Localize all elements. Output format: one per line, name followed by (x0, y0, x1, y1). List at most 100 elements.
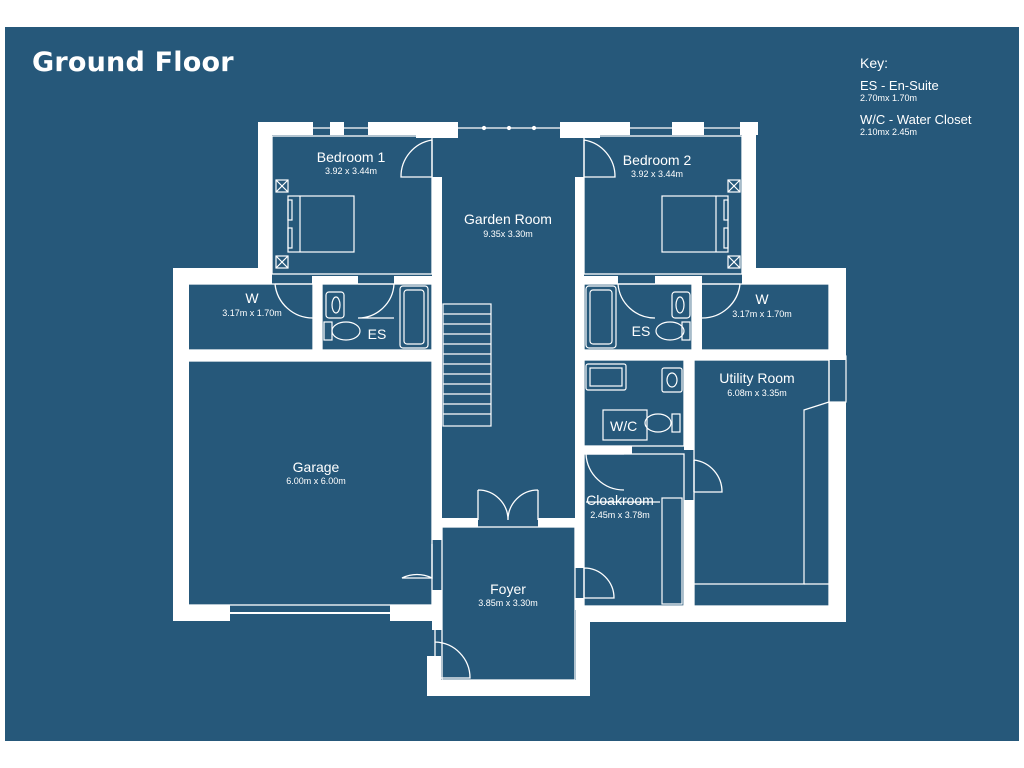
wall (576, 606, 590, 692)
room-dims-garden-room: 9.35x 3.30m (483, 229, 533, 239)
wc-sink (661, 367, 683, 393)
wall (432, 177, 442, 540)
bed-right (661, 195, 729, 253)
front-door (434, 630, 471, 680)
room-label-utility: Utility Room (719, 370, 795, 386)
bedroom2-door (583, 139, 616, 178)
room-label-foyer: Foyer (490, 581, 526, 597)
room-label-bedroom1: Bedroom 1 (316, 149, 386, 165)
bedroom1-door (400, 139, 433, 178)
wall (560, 122, 600, 138)
room-label-wc: W/C (610, 418, 638, 434)
cloakroom-door (583, 567, 615, 599)
wall (427, 680, 590, 696)
wall (829, 402, 846, 622)
wc-door (585, 453, 625, 491)
garage-door (401, 544, 433, 580)
room-label-garage: Garage (292, 459, 340, 475)
bedroom1-outline (271, 135, 433, 275)
furniture (275, 179, 830, 605)
key-item-dims: 2.70mx 1.70m (860, 93, 918, 103)
wall (258, 122, 272, 284)
wall (829, 268, 846, 356)
bed-left (287, 195, 355, 253)
windows (230, 125, 847, 614)
wall (582, 446, 624, 454)
walls (173, 122, 846, 696)
wall (582, 350, 846, 360)
sink-right (671, 291, 691, 319)
wall (742, 122, 756, 274)
ensuite-left-door (357, 283, 395, 319)
wall (684, 500, 694, 612)
wall (427, 656, 441, 696)
wardrobe-right-door (701, 283, 741, 319)
wall (575, 520, 584, 568)
wall (173, 268, 271, 284)
wall (173, 350, 435, 361)
room-label-garden-room: Garden Room (464, 211, 552, 227)
wardrobe-left-door (274, 283, 314, 319)
toilet-right (681, 321, 691, 341)
foyer-outline (441, 526, 576, 681)
wall (575, 177, 584, 539)
wall (672, 122, 704, 135)
bath-left (399, 285, 429, 349)
room-dims-bedroom2: 3.92 x 3.44m (630, 169, 684, 179)
bedside-table (275, 179, 289, 193)
room-label-ensuite-left: ES (367, 326, 387, 342)
wall (576, 606, 846, 622)
wall (692, 276, 702, 358)
page-title: Ground Floor (32, 47, 234, 78)
wc-toilet (671, 413, 681, 433)
room-dims-wardrobe-left: 3.17m x 1.70m (222, 308, 282, 318)
ensuite-right-door (617, 283, 656, 319)
room-label-bedroom2: Bedroom 2 (622, 152, 692, 168)
utility-counter (694, 401, 830, 585)
wall (432, 590, 442, 630)
room-label-wardrobe-left: W (245, 290, 259, 306)
cloakroom-outline (583, 453, 685, 607)
wall (313, 276, 322, 354)
wall (742, 268, 846, 284)
wall (416, 122, 458, 138)
wall (684, 350, 694, 450)
wardrobe-left-outline (187, 283, 314, 351)
room-label-cloakroom: Cloakroom (586, 492, 654, 508)
wall (582, 276, 618, 284)
wall (258, 122, 313, 135)
bedroom2-outline (583, 135, 743, 275)
garden-double-door (477, 489, 539, 521)
key-item-dims: 2.10mx 2.45m (860, 127, 918, 137)
wall (173, 268, 189, 620)
wall (390, 605, 435, 621)
wall (330, 122, 344, 135)
key-item-label: ES - En-Suite (860, 78, 939, 93)
staircase (442, 303, 492, 427)
room-dims-wardrobe-right: 3.17m x 1.70m (732, 309, 792, 319)
ensuite-right-outline (583, 283, 693, 351)
bedside-table (727, 179, 741, 193)
key-heading: Key: (860, 55, 889, 71)
room-dims-utility: 6.08m x 3.35m (727, 388, 787, 398)
wc-outline (583, 359, 685, 447)
bath-right (585, 285, 617, 349)
door-swings (274, 139, 741, 680)
wall (368, 122, 416, 135)
wall (432, 518, 478, 527)
utility-door (693, 459, 723, 493)
room-label-wardrobe-right: W (755, 291, 769, 307)
wall (600, 122, 630, 135)
toilet-left (323, 321, 333, 341)
bedside-table (727, 255, 741, 269)
garage-outline (187, 360, 433, 606)
room-dims-foyer: 3.85m x 3.30m (478, 598, 538, 608)
wall (538, 518, 584, 527)
wall (394, 276, 434, 284)
wardrobe-right-outline (700, 283, 830, 351)
wc-shower (585, 363, 627, 391)
cloak-counter (661, 497, 683, 605)
room-label-ensuite-right: ES (631, 323, 651, 339)
bedside-table (275, 255, 289, 269)
